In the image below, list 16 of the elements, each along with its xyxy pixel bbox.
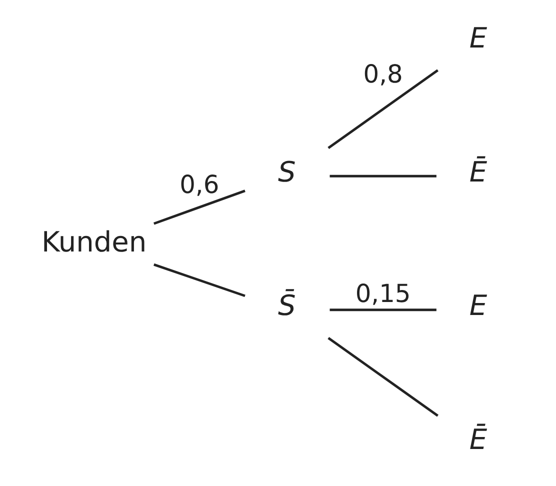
edge-label: 0,8 <box>363 59 403 88</box>
connector <box>330 174 436 178</box>
edge-label: 0,15 <box>355 278 411 308</box>
node-text: S <box>278 155 296 188</box>
connector <box>328 69 438 150</box>
connector <box>154 190 246 225</box>
edge-label: 0,6 <box>180 170 220 199</box>
node-text: Kunden <box>41 225 147 258</box>
node-text: Ē <box>469 155 488 188</box>
node-text: Ē <box>469 423 488 456</box>
connector <box>328 336 438 417</box>
connector <box>154 263 246 298</box>
node-text: E <box>469 289 488 322</box>
node-text: S̄ <box>278 289 296 322</box>
node-text: E <box>469 22 488 55</box>
connector <box>330 308 436 312</box>
